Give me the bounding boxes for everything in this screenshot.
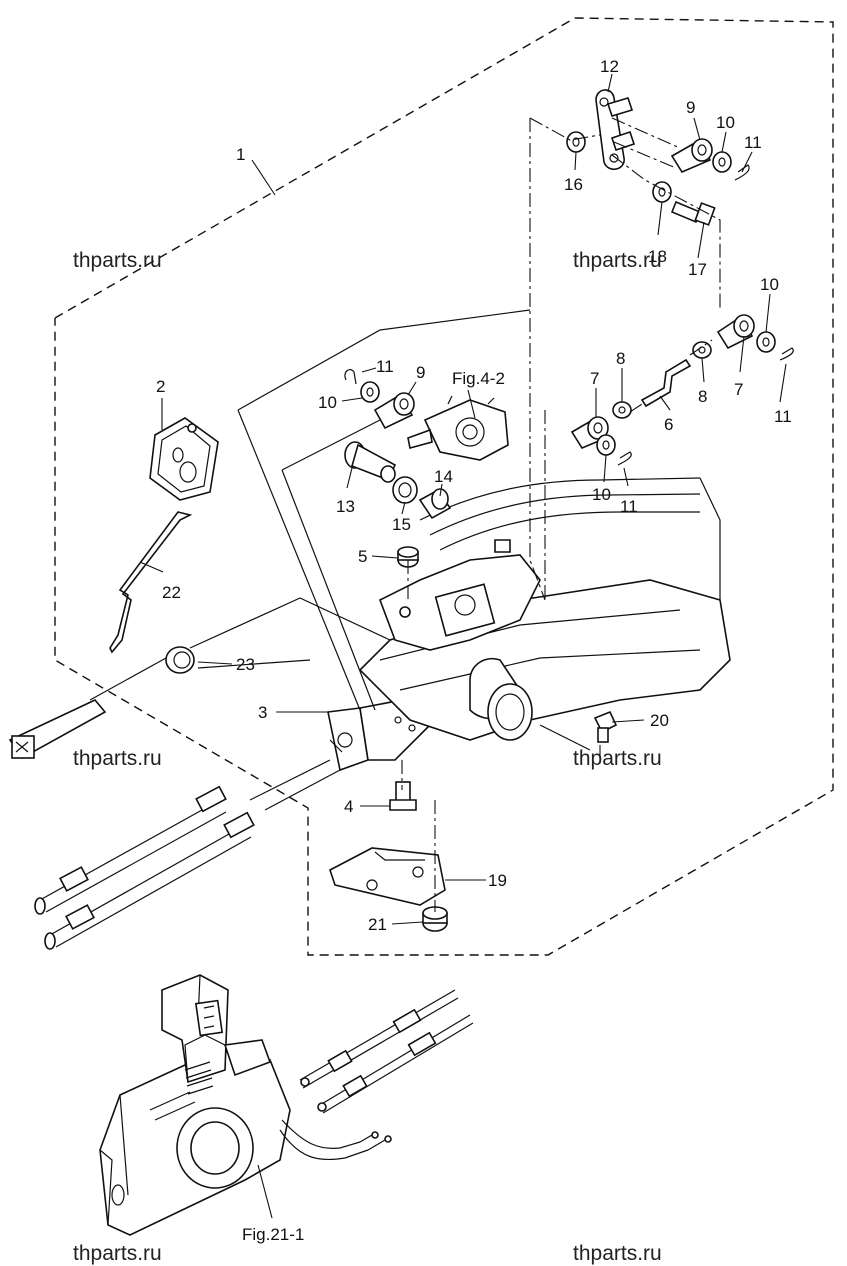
callout-11-left: 11 — [376, 357, 394, 376]
part-10-washer-right — [756, 331, 776, 353]
callout-10-right: 10 — [760, 275, 779, 294]
part-8-nut-right — [692, 341, 712, 359]
watermark-top-left: thparts.ru — [73, 249, 162, 272]
callout-3: 3 — [258, 703, 267, 722]
part-10-washer-left — [360, 381, 380, 403]
cable-end-assembly — [8, 699, 107, 760]
watermark-middle-left: thparts.ru — [73, 747, 162, 770]
part-8-nut-left — [612, 401, 632, 419]
callout-6: 6 — [664, 415, 673, 434]
callout-23: 23 — [236, 655, 255, 674]
part-21-nut — [422, 906, 448, 932]
callout-10-upper-right: 10 — [716, 113, 735, 132]
callout-1: 1 — [236, 145, 245, 164]
callout-8-left: 8 — [616, 349, 625, 368]
watermark-bottom-left: thparts.ru — [73, 1242, 162, 1265]
callout-12: 12 — [600, 57, 619, 76]
part-13-pin — [344, 441, 397, 483]
callout-11-right: 11 — [774, 407, 792, 426]
callout-8-right: 8 — [698, 387, 707, 406]
callout-2: 2 — [156, 377, 165, 396]
part-4-bolt — [389, 781, 417, 811]
part-7-joint-upper-right — [716, 314, 755, 350]
assembly-boundary — [54, 17, 834, 956]
callout-21: 21 — [368, 915, 387, 934]
part-20-bolt — [593, 710, 618, 743]
part-6-link-rod — [640, 358, 692, 408]
part-15-bushing — [392, 476, 418, 504]
part-11-clip-upper-right — [734, 164, 750, 181]
part-16-washer — [566, 131, 586, 153]
part-9-collar-right — [670, 138, 713, 174]
callout-4: 4 — [344, 797, 353, 816]
callout-9-right: 9 — [686, 98, 695, 117]
callout-11-upper-right: 11 — [744, 133, 762, 152]
remote-cables-lower — [299, 989, 474, 1114]
callout-19: 19 — [488, 871, 507, 890]
reference-fig-4-2: Fig.4-2 — [452, 369, 505, 388]
carburetor-fig-4-2 — [407, 395, 509, 461]
part-18-washer — [652, 181, 672, 203]
control-cables — [34, 785, 255, 950]
callout-7-upper: 7 — [734, 380, 743, 399]
part-14-collar — [418, 488, 452, 520]
leader-lines — [139, 73, 787, 1219]
callout-10-left: 10 — [318, 393, 337, 412]
reference-fig-21-1: Fig.21-1 — [242, 1225, 304, 1244]
callout-14: 14 — [434, 467, 453, 486]
part-11-clip-right — [779, 347, 794, 361]
callout-13: 13 — [336, 497, 355, 516]
callout-labels: 1 2 3 4 5 6 7 7 8 8 9 9 10 10 10 10 11 1… — [156, 57, 792, 1244]
watermarks: thparts.ru thparts.ru thparts.ru thparts… — [73, 249, 662, 1265]
watermark-top-right: thparts.ru — [573, 249, 662, 272]
watermark-middle-right: thparts.ru — [573, 747, 662, 770]
callout-17: 17 — [688, 260, 707, 279]
part-11-clip-left — [344, 368, 357, 385]
part-22-link-rod — [109, 511, 193, 654]
part-2-grommet-plate — [149, 417, 219, 501]
callout-15: 15 — [392, 515, 411, 534]
part-10-washer-upper-right — [712, 151, 732, 173]
part-12-link-plate — [595, 89, 636, 170]
callout-10-lower: 10 — [592, 485, 611, 504]
watermark-bottom-right: thparts.ru — [573, 1242, 662, 1265]
assembly-lines — [89, 117, 721, 912]
bottom-cowling-assembly — [358, 477, 731, 741]
callout-18: 18 — [648, 247, 667, 266]
part-23-grommet — [165, 646, 195, 674]
part-10-washer-lower — [596, 434, 616, 456]
callout-11-lower: 11 — [620, 497, 638, 516]
callout-16: 16 — [564, 175, 583, 194]
part-19-plate — [329, 847, 446, 906]
remote-control-box — [99, 974, 392, 1236]
callout-7-lower: 7 — [590, 369, 599, 388]
part-9-collar-left — [373, 392, 415, 430]
part-11-clip-lower — [617, 451, 632, 466]
callout-22: 22 — [162, 583, 181, 602]
part-17-bolt — [670, 200, 716, 226]
callout-9-left: 9 — [416, 363, 425, 382]
callout-20: 20 — [650, 711, 669, 730]
callout-5: 5 — [358, 547, 367, 566]
